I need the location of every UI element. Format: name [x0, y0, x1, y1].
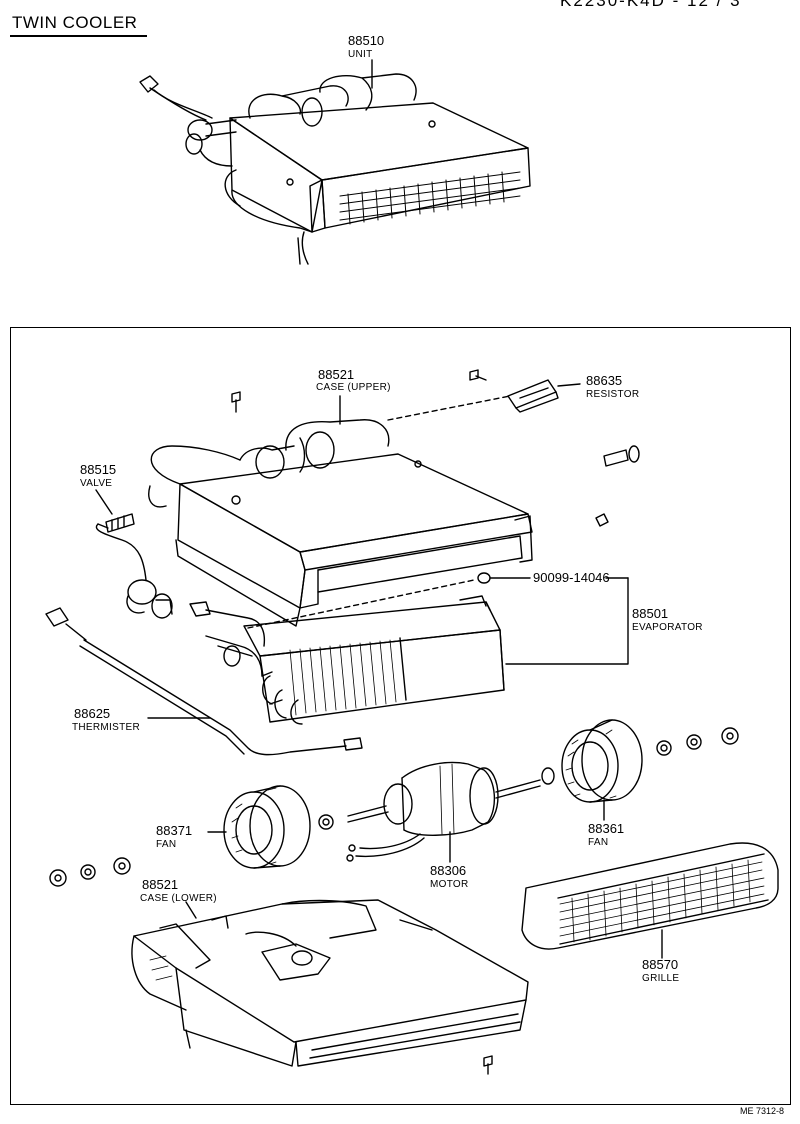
washer [656, 740, 672, 756]
label-case-lower-name: CASE (LOWER) [140, 893, 217, 904]
label-resistor-number: 88635 [586, 373, 623, 388]
washer [318, 814, 334, 830]
case-upper-illustration [148, 419, 533, 627]
label-fan-right-number: 88361 [588, 821, 625, 836]
label-case-upper-name: CASE (UPPER) [316, 382, 391, 393]
label-motor-name: MOTOR [430, 879, 469, 890]
leader-valve [95, 489, 113, 515]
label-evaporator-name: EVAPORATOR [632, 622, 703, 633]
leader-resistor [557, 383, 581, 387]
screw-parts [231, 369, 640, 1075]
leader-dashed-resistor [387, 395, 511, 421]
diagram-title: TWIN COOLER [12, 13, 138, 32]
label-fan-left-number: 88371 [156, 823, 193, 838]
label-fan-left-name: FAN [156, 839, 177, 850]
label-unit-number: 88510 [348, 33, 385, 48]
corner-reference: K2230-K4D - 12 / 3 [560, 0, 742, 10]
case-lower-illustration [131, 899, 529, 1067]
thermister-illustration [45, 607, 363, 756]
label-grille-name: GRILLE [642, 973, 680, 984]
label-thermister-number: 88625 [74, 706, 111, 721]
label-oring-number: 90099-14046 [533, 570, 610, 585]
figure-reference: ME 7312-8 [740, 1106, 785, 1116]
assembled-unit-illustration [139, 73, 531, 265]
leader-evaporator [505, 577, 629, 665]
exploded-view-frame [10, 327, 791, 1105]
evaporator-illustration [189, 595, 505, 725]
label-case-lower-number: 88521 [142, 877, 179, 892]
leader-case-lower [185, 901, 197, 919]
valve-illustration [95, 513, 173, 619]
label-fan-right-name: FAN [588, 837, 609, 848]
leader-dashed-evaporator [247, 579, 475, 629]
label-motor-number: 88306 [430, 863, 467, 878]
label-valve-name: VALVE [80, 478, 113, 489]
fan-left-illustration [223, 785, 311, 869]
title-underline [10, 35, 147, 37]
label-resistor-name: RESISTOR [586, 389, 640, 400]
washer [49, 869, 67, 887]
resistor-illustration [507, 379, 559, 413]
motor-illustration [346, 761, 555, 862]
fan-right-illustration [561, 719, 643, 803]
label-grille-number: 88570 [642, 957, 679, 972]
label-evaporator-number: 88501 [632, 606, 669, 621]
label-case-upper-number: 88521 [318, 367, 355, 382]
label-thermister-name: THERMISTER [72, 722, 140, 733]
grille-illustration [521, 842, 779, 950]
label-valve-number: 88515 [80, 462, 117, 477]
label-unit-name: UNIT [348, 49, 373, 60]
